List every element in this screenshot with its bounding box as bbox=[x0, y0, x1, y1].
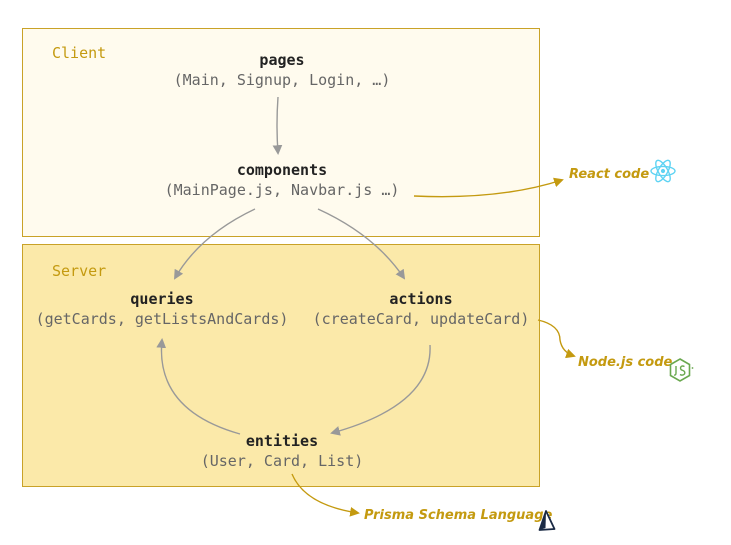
react-code-note: React code bbox=[569, 167, 650, 182]
client-section bbox=[22, 28, 540, 237]
server-label: Server bbox=[52, 262, 107, 280]
arrow-components-to-queries bbox=[174, 208, 256, 280]
arrow-entities-to-queries bbox=[156, 338, 241, 435]
arrow-actions-to-entities bbox=[330, 344, 431, 436]
pages-subtitle: (Main, Signup, Login, …) bbox=[173, 71, 391, 89]
pages-title: pages bbox=[259, 51, 305, 69]
arrow-to-prisma-note bbox=[291, 473, 360, 517]
react-logo-icon bbox=[650, 159, 676, 183]
nodejs-code-note: Node.js code bbox=[578, 355, 673, 370]
pages-node: pages (Main, Signup, Login, …) bbox=[174, 51, 391, 90]
components-subtitle: (MainPage.js, Navbar.js …) bbox=[164, 181, 400, 199]
actions-subtitle: (createCard, updateCard) bbox=[312, 310, 530, 328]
components-title: components bbox=[236, 161, 328, 179]
queries-title: queries bbox=[130, 290, 194, 308]
entities-title: entities bbox=[245, 432, 319, 450]
arrow-to-nodejs-note bbox=[537, 319, 576, 359]
entities-subtitle: (User, Card, List) bbox=[200, 452, 364, 470]
actions-title: actions bbox=[389, 290, 453, 308]
actions-node: actions (createCard, updateCard) bbox=[313, 290, 530, 329]
nodejs-logo-icon bbox=[669, 358, 694, 382]
arrow-components-to-actions bbox=[317, 208, 406, 280]
queries-node: queries (getCards, getListsAndCards) bbox=[36, 290, 289, 329]
components-node: components (MainPage.js, Navbar.js …) bbox=[165, 161, 400, 200]
entities-node: entities (User, Card, List) bbox=[201, 432, 364, 471]
client-label: Client bbox=[52, 44, 107, 62]
queries-subtitle: (getCards, getListsAndCards) bbox=[35, 310, 289, 328]
prisma-logo-icon bbox=[538, 510, 556, 531]
server-section bbox=[22, 244, 540, 487]
prisma-schema-note: Prisma Schema Language bbox=[364, 508, 553, 523]
arrow-pages-to-components bbox=[272, 96, 283, 155]
arrow-to-react-note bbox=[413, 177, 564, 198]
